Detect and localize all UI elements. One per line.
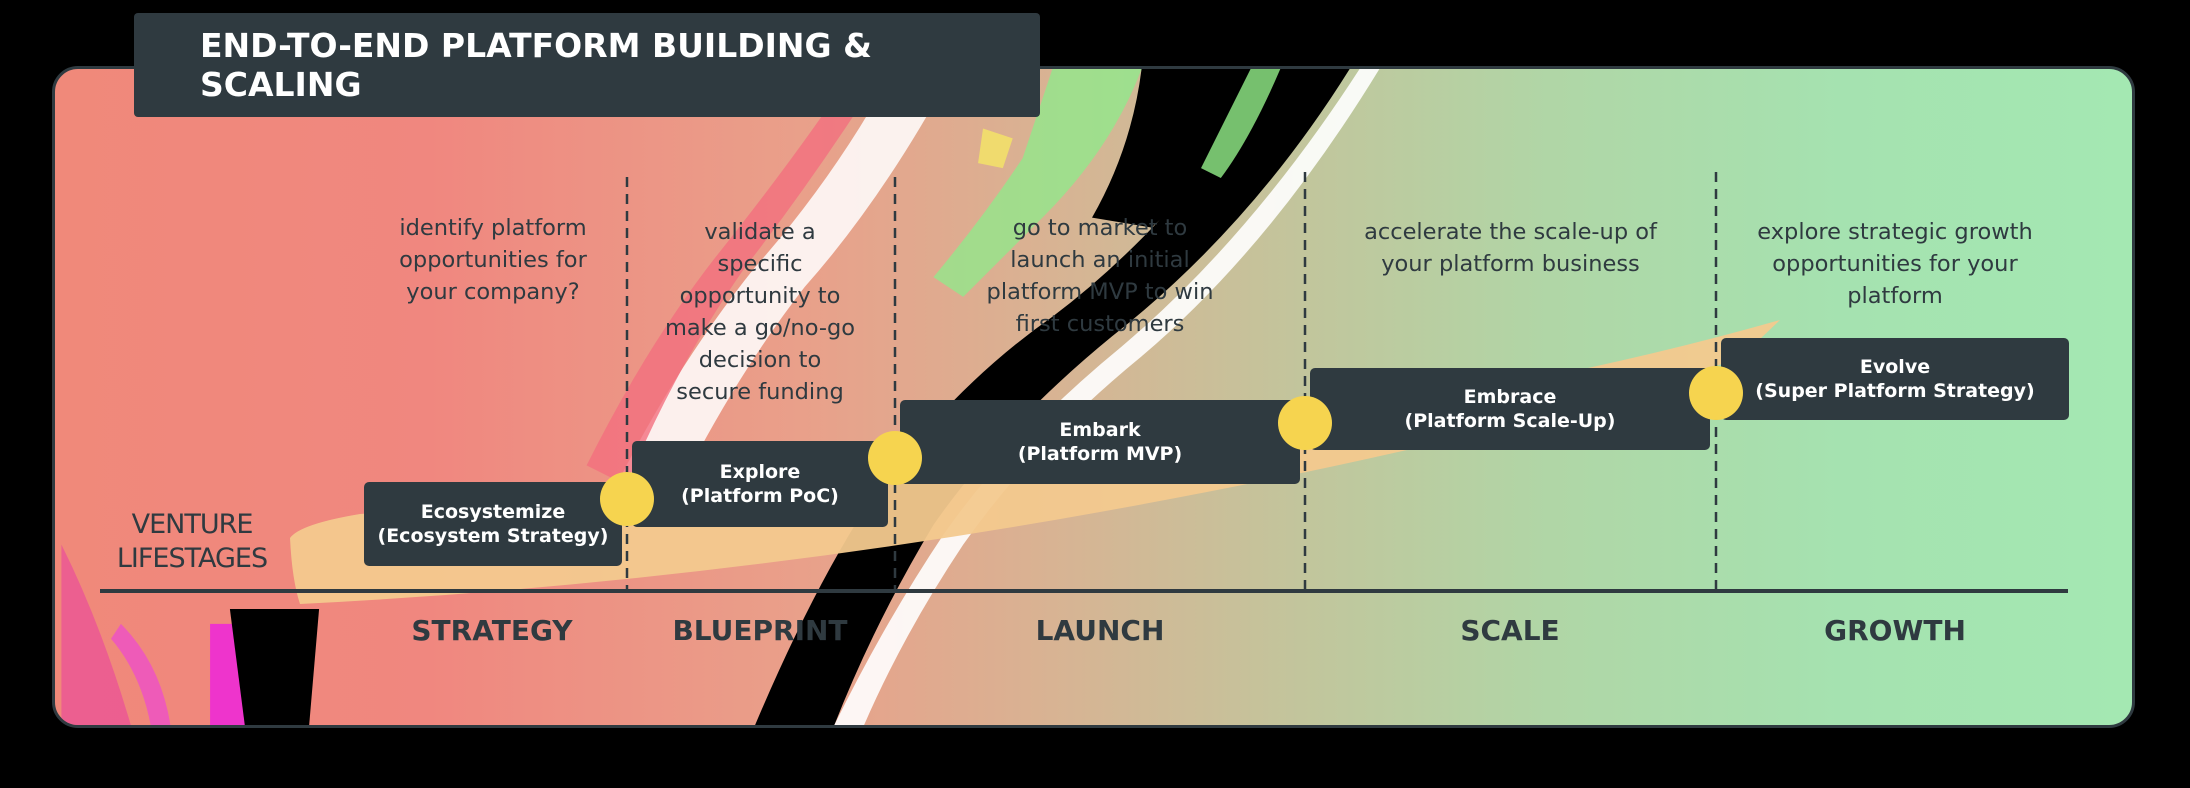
phase-box-title: Evolve [1860,355,1930,379]
phase-box-subtitle: (Platform Scale-Up) [1405,409,1616,433]
stage-label-growth: GROWTH [1795,614,1995,647]
phase-box-ecosystemize: Ecosystemize (Ecosystem Strategy) [364,482,622,566]
phase-box-embrace: Embrace (Platform Scale-Up) [1310,368,1710,450]
phase-box-title: Embark [1059,418,1140,442]
stage-label-blueprint: BLUEPRINT [660,614,860,647]
stage-label-scale: SCALE [1410,614,1610,647]
milestone-dot-2 [868,431,922,485]
phase-description-scale: accelerate the scale-up of your platform… [1338,216,1683,280]
phase-description-launch: go to market to launch an initial platfo… [985,212,1215,340]
stage-label-strategy: STRATEGY [392,614,592,647]
phase-box-title: Ecosystemize [421,500,566,524]
phase-box-explore: Explore (Platform PoC) [632,441,888,527]
milestone-dot-3 [1278,396,1332,450]
stage-label-launch: LAUNCH [1000,614,1200,647]
phase-box-subtitle: (Ecosystem Strategy) [378,524,609,548]
phase-box-subtitle: (Super Platform Strategy) [1755,379,2034,403]
phase-description-blueprint: validate a specific opportunity to make … [660,216,860,408]
phase-description-growth: explore strategic growth opportunities f… [1738,216,2052,312]
phase-box-title: Embrace [1464,385,1557,409]
milestone-dot-4 [1689,366,1743,420]
phase-box-subtitle: (Platform PoC) [681,484,839,508]
phase-description-strategy: identify platform opportunities for your… [398,212,588,308]
phase-box-subtitle: (Platform MVP) [1018,442,1182,466]
venture-lifestages-label: VENTURE LIFESTAGES [112,508,272,576]
phase-box-evolve: Evolve (Super Platform Strategy) [1721,338,2069,420]
phase-box-embark: Embark (Platform MVP) [900,400,1300,484]
phase-box-title: Explore [720,460,801,484]
milestone-dot-1 [600,472,654,526]
